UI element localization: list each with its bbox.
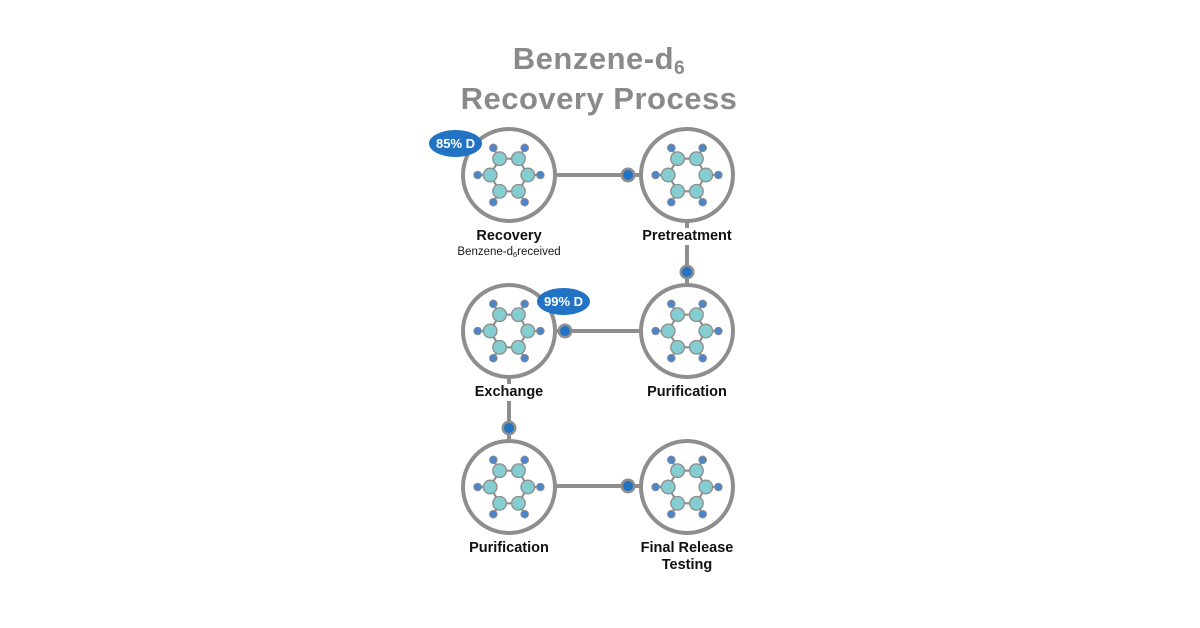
title-subscript: 6: [674, 58, 686, 80]
process-node-pretreatment: Pretreatment: [607, 127, 767, 245]
step-label: Purification: [607, 384, 767, 401]
page-title: Benzene-d6 Recovery Process: [0, 41, 1198, 116]
title-line-2: Recovery Process: [460, 81, 738, 116]
step-label: Recovery: [429, 228, 589, 245]
benzene-molecule-icon: [644, 444, 730, 530]
benzene-molecule-icon: [644, 288, 730, 374]
flow-dot: [620, 167, 636, 183]
step-label: Final Release Testing: [607, 540, 767, 574]
process-node-purification-mid: Purification: [607, 283, 767, 401]
flow-dot: [557, 323, 573, 339]
molecule-circle: [461, 439, 557, 535]
benzene-molecule-icon: [466, 444, 552, 530]
step-label: Exchange: [429, 384, 589, 401]
process-node-purification-final: Purification: [429, 439, 589, 557]
molecule-circle: [639, 439, 735, 535]
step-label: Purification: [429, 540, 589, 557]
process-node-recovery: Recovery Benzene-d6received: [419, 127, 599, 259]
molecule-circle: [639, 127, 735, 223]
benzene-molecule-icon: [644, 132, 730, 218]
deuteration-badge-99: 99% D: [537, 288, 590, 315]
flow-dot: [620, 478, 636, 494]
flow-dot: [679, 264, 695, 280]
benzene-molecule-icon: [466, 288, 552, 374]
deuteration-badge-85: 85% D: [429, 130, 482, 157]
flow-dot: [501, 420, 517, 436]
benzene-molecule-icon: [466, 132, 552, 218]
step-subtitle: Benzene-d6received: [419, 246, 599, 259]
title-line-1: Benzene-d6: [512, 41, 686, 80]
step-label: Pretreatment: [607, 228, 767, 245]
process-node-final-release-testing: Final Release Testing: [607, 439, 767, 574]
molecule-circle: [461, 127, 557, 223]
molecule-circle: [639, 283, 735, 379]
